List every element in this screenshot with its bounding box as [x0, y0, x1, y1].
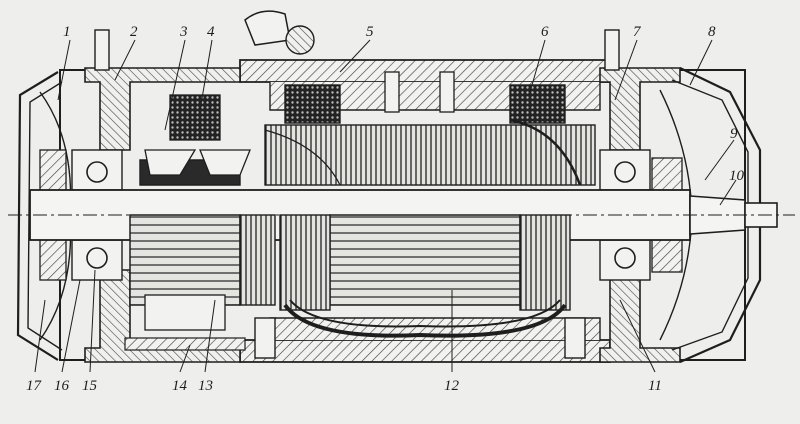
commutator — [124, 94, 276, 351]
left-bearing — [71, 149, 123, 281]
callout-11: 11 — [648, 378, 662, 394]
callout-2: 2 — [130, 24, 138, 40]
callout-17: 17 — [26, 378, 43, 394]
callout-13: 13 — [198, 378, 213, 394]
callout-8: 8 — [708, 24, 716, 40]
callout-15: 15 — [82, 378, 98, 394]
fittings — [94, 10, 620, 359]
callout-4: 4 — [207, 24, 215, 40]
stator-coils — [284, 84, 566, 124]
callout-10: 10 — [729, 168, 745, 184]
rotor-core — [279, 214, 571, 338]
callout-6: 6 — [541, 24, 549, 40]
callout-12: 12 — [444, 378, 460, 394]
callout-16: 16 — [54, 378, 70, 394]
callout-3: 3 — [179, 24, 188, 40]
leader-lines — [34, 39, 737, 373]
callout-9: 9 — [730, 126, 738, 142]
callout-5: 5 — [366, 24, 374, 40]
callout-14: 14 — [172, 378, 188, 394]
stator-core-upper — [264, 118, 596, 186]
callout-7: 7 — [633, 24, 642, 40]
callout-labels: 1 2 3 4 5 6 7 8 9 10 11 12 13 14 15 16 1… — [26, 24, 745, 394]
callout-1: 1 — [63, 24, 71, 40]
